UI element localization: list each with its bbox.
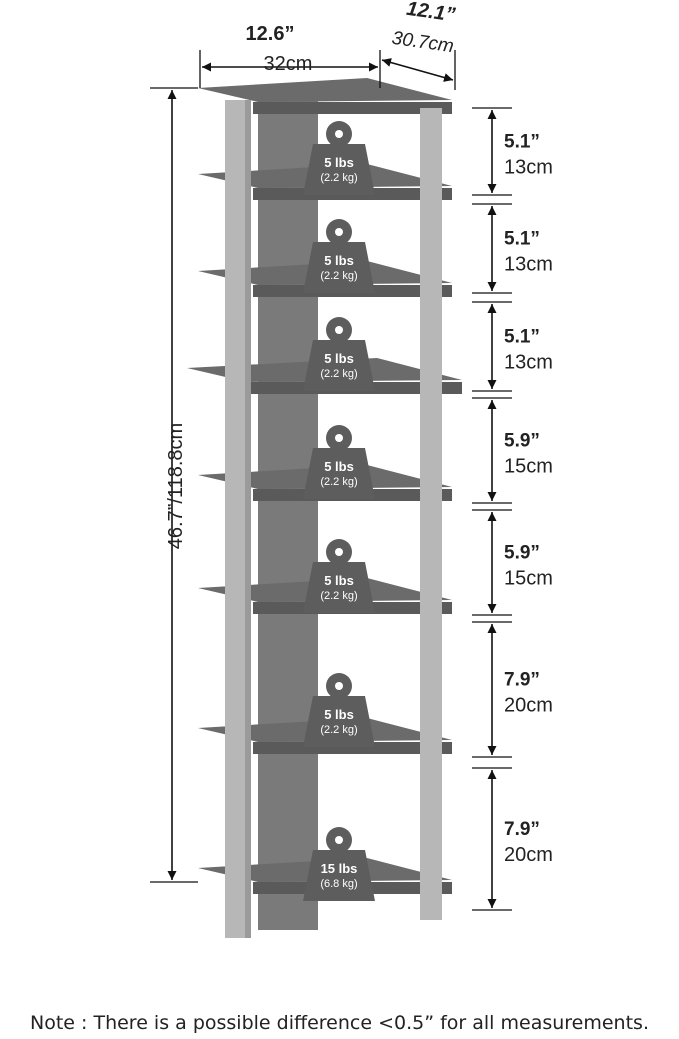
gap-inch-label: 5.9” (504, 431, 540, 452)
weight-lbs-label: 5 lbs (324, 707, 354, 722)
gap-cm-label: 13cm (504, 157, 553, 179)
weight-lbs-label: 5 lbs (324, 155, 354, 170)
weight-lbs-label: 5 lbs (324, 351, 354, 366)
weight-hole (335, 836, 343, 844)
gap-dimension: 5.1” 13cm (472, 107, 553, 196)
measurement-note: Note : There is a possible difference <0… (30, 1012, 649, 1034)
gap-dimension: 7.9” 20cm (472, 767, 553, 911)
shelf-gap-dimensions: 5.1” 13cm 5.1” 13cm 5.1” 13cm 5.9” 15cm 5.9” 15cm… (472, 107, 553, 911)
gap-dimension: 5.1” 13cm (472, 203, 553, 294)
gap-inch-label: 5.1” (504, 132, 540, 153)
shelf-front (253, 742, 452, 754)
weight-lbs-label: 5 lbs (324, 573, 354, 588)
weight-kg-label: (2.2 kg) (320, 590, 357, 602)
weight-kg-label: (2.2 kg) (320, 724, 357, 736)
gap-dimension: 5.9” 15cm (472, 509, 553, 616)
depth-dim-arrow (381, 58, 454, 82)
depth-inch-label: 12.1” (405, 0, 457, 26)
weight-body (303, 448, 375, 499)
height-label: 46.7”/118.8cm (165, 423, 187, 549)
gap-inch-label: 5.9” (504, 543, 540, 564)
gap-dimension: 5.9” 15cm (472, 397, 553, 504)
weight-kg-label: (6.8 kg) (320, 878, 357, 890)
gap-cm-label: 13cm (504, 352, 553, 374)
back-panel (258, 100, 318, 930)
weights: 5 lbs(2.2 kg)5 lbs(2.2 kg)5 lbs(2.2 kg)5… (303, 121, 375, 901)
weight-icon: 5 lbs (2.2 kg) (303, 673, 375, 747)
gap-inch-label: 7.9” (504, 819, 540, 840)
weight-hole (335, 682, 343, 690)
weight-icon: 5 lbs (2.2 kg) (303, 317, 375, 391)
gap-dimension: 5.1” 13cm (472, 301, 553, 392)
weight-hole (335, 326, 343, 334)
weight-body (303, 850, 375, 901)
weight-icon: 15 lbs (6.8 kg) (303, 827, 375, 901)
gap-cm-label: 20cm (504, 695, 553, 717)
weight-hole (335, 130, 343, 138)
width-cm-label: 32cm (264, 53, 313, 75)
gap-inch-label: 5.1” (504, 327, 540, 348)
shoe-rack-diagram: 5 lbs(2.2 kg)5 lbs(2.2 kg)5 lbs(2.2 kg)5… (150, 0, 553, 938)
weight-body (303, 340, 375, 391)
shelf-top (198, 78, 452, 102)
weight-hole (335, 228, 343, 236)
depth-cm-label: 30.7cm (390, 28, 455, 57)
weight-icon: 5 lbs (2.2 kg) (303, 219, 375, 293)
weight-lbs-label: 15 lbs (321, 861, 358, 876)
gap-cm-label: 15cm (504, 456, 553, 478)
weight-body (303, 144, 375, 195)
weight-kg-label: (2.2 kg) (320, 476, 357, 488)
weight-icon: 5 lbs (2.2 kg) (303, 121, 375, 195)
weight-body (303, 242, 375, 293)
weight-kg-label: (2.2 kg) (320, 270, 357, 282)
weight-lbs-label: 5 lbs (324, 253, 354, 268)
gap-inch-label: 5.1” (504, 229, 540, 250)
gap-cm-label: 20cm (504, 844, 553, 866)
weight-icon: 5 lbs (2.2 kg) (303, 425, 375, 499)
weight-lbs-label: 5 lbs (324, 459, 354, 474)
width-inch-label: 12.6” (246, 23, 295, 45)
weight-body (303, 562, 375, 613)
shelf-front (253, 102, 452, 114)
weight-hole (335, 434, 343, 442)
gap-dimension: 7.9” 20cm (472, 621, 553, 758)
weight-hole (335, 548, 343, 556)
gap-cm-label: 15cm (504, 568, 553, 590)
weight-kg-label: (2.2 kg) (320, 172, 357, 184)
weight-body (303, 696, 375, 747)
left-post-shade (245, 100, 251, 938)
weight-kg-label: (2.2 kg) (320, 368, 357, 380)
right-post (420, 108, 442, 920)
weight-icon: 5 lbs (2.2 kg) (303, 539, 375, 613)
gap-inch-label: 7.9” (504, 670, 540, 691)
gap-cm-label: 13cm (504, 254, 553, 276)
